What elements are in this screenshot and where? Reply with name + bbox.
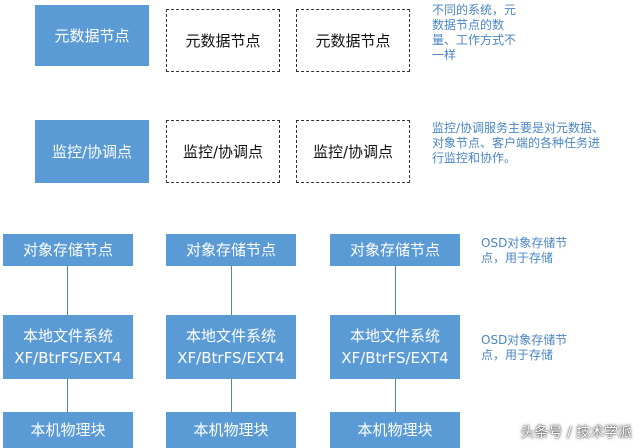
local-fs-node-2: 本地文件系统 XF/BtrFS/EXT4 [166, 315, 296, 379]
metadata-node-primary-label: 元数据节点 [54, 26, 130, 45]
connector-line [67, 379, 68, 412]
monitor-node-2-label: 监控/协调点 [312, 142, 394, 161]
local-fs-types: XF/BtrFS/EXT4 [341, 349, 449, 367]
object-storage-node-label: 对象存储节点 [349, 241, 440, 259]
connector-line [67, 266, 68, 315]
monitor-note-line: 监控/协调服务主要是对元数据、 [432, 121, 605, 135]
local-fs-node-1: 本地文件系统 XF/BtrFS/EXT4 [3, 315, 133, 379]
local-fs-label: 本地文件系统 [349, 327, 440, 345]
object-storage-node-3: 对象存储节点 [330, 234, 460, 266]
monitor-node-primary: 监控/协调点 [35, 120, 149, 183]
osd-note-line: 点，用于存储 [481, 251, 554, 265]
monitor-node-primary-label: 监控/协调点 [51, 142, 133, 161]
connector-line [231, 379, 232, 412]
monitor-note: 监控/协调服务主要是对元数据、 对象节点、客户端的各种任务进 行监控和协作。 [432, 121, 637, 166]
osd-note-1: OSD对象存储节 点，用于存储 [481, 236, 591, 266]
osd-note-line: 点，用于存储 [481, 348, 554, 362]
metadata-note-line: 不同的系统，元 [432, 3, 517, 17]
metadata-note: 不同的系统，元 数据节点的数 量、工作方式不 一样 [432, 3, 542, 63]
metadata-note-line: 数据节点的数 [432, 18, 505, 32]
connector-line [395, 379, 396, 412]
watermark: 头条号 / 技术学派 [520, 425, 632, 441]
local-fs-types: XF/BtrFS/EXT4 [14, 349, 122, 367]
osd-note-line: OSD对象存储节 [481, 236, 568, 250]
physical-block-node-1: 本机物理块 [3, 412, 133, 448]
physical-block-node-3: 本机物理块 [330, 412, 460, 448]
connector-line [395, 266, 396, 315]
object-storage-node-2: 对象存储节点 [166, 234, 296, 266]
monitor-note-line: 行监控和协作。 [432, 151, 517, 165]
local-fs-label: 本地文件系统 [22, 327, 113, 345]
local-fs-types: XF/BtrFS/EXT4 [177, 349, 285, 367]
object-storage-node-label: 对象存储节点 [185, 241, 276, 259]
metadata-node-2-label: 元数据节点 [315, 31, 391, 50]
metadata-node-1: 元数据节点 [166, 9, 280, 72]
monitor-note-line: 对象节点、客户端的各种任务进 [432, 136, 601, 150]
monitor-node-1: 监控/协调点 [166, 120, 280, 183]
local-fs-label: 本地文件系统 [185, 327, 276, 345]
object-storage-node-1: 对象存储节点 [3, 234, 133, 266]
local-fs-node-3: 本地文件系统 XF/BtrFS/EXT4 [330, 315, 460, 379]
metadata-note-line: 量、工作方式不 [432, 33, 517, 47]
monitor-node-2: 监控/协调点 [296, 120, 410, 183]
osd-note-2: OSD对象存储节 点，用于存储 [481, 333, 591, 363]
connector-line [231, 266, 232, 315]
monitor-node-1-label: 监控/协调点 [182, 142, 264, 161]
metadata-node-2: 元数据节点 [296, 9, 410, 72]
osd-note-line: OSD对象存储节 [481, 333, 568, 347]
physical-block-label: 本机物理块 [357, 421, 433, 439]
metadata-node-primary: 元数据节点 [35, 5, 149, 66]
object-storage-node-label: 对象存储节点 [22, 241, 113, 259]
metadata-node-1-label: 元数据节点 [185, 31, 261, 50]
physical-block-label: 本机物理块 [30, 421, 106, 439]
physical-block-node-2: 本机物理块 [166, 412, 296, 448]
physical-block-label: 本机物理块 [193, 421, 269, 439]
metadata-note-line: 一样 [432, 48, 457, 62]
